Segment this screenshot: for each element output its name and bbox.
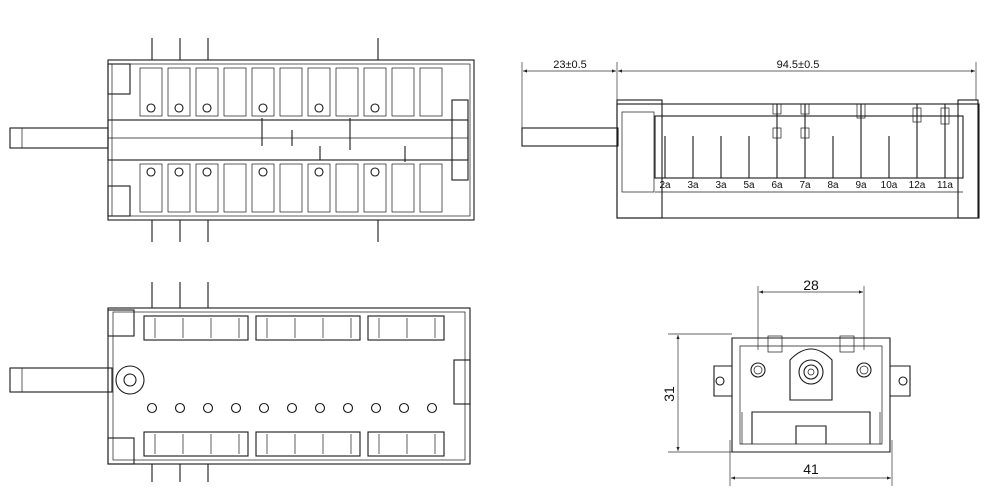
side-view: 23±0.5 94.5±0.5 2a 3a 3a 5a 6a 7a 8a 9: [521, 59, 980, 219]
terminal-label: 9a: [855, 180, 867, 191]
dimension-hole-spacing: 28: [803, 277, 819, 293]
terminal-label: 5a: [743, 180, 755, 191]
end-view: 28 31 41: [661, 277, 911, 486]
terminal-label: 3a: [715, 180, 727, 191]
terminal-label: 10a: [881, 180, 898, 191]
terminal-label: 7a: [799, 180, 811, 191]
terminal-label: 8a: [827, 180, 839, 191]
bottom-view: [9, 282, 471, 482]
dimension-shaft-length: 23±0.5: [553, 59, 587, 71]
terminal-label: 2a: [659, 180, 671, 191]
terminal-label: 12a: [909, 180, 926, 191]
dimension-body-length: 94.5±0.5: [777, 59, 820, 71]
dimension-width: 41: [803, 461, 819, 477]
terminal-label: 6a: [771, 180, 783, 191]
dimension-height: 31: [661, 386, 677, 402]
top-view: [9, 38, 475, 242]
terminal-label: 3a: [687, 180, 699, 191]
terminal-label: 11a: [937, 180, 953, 191]
